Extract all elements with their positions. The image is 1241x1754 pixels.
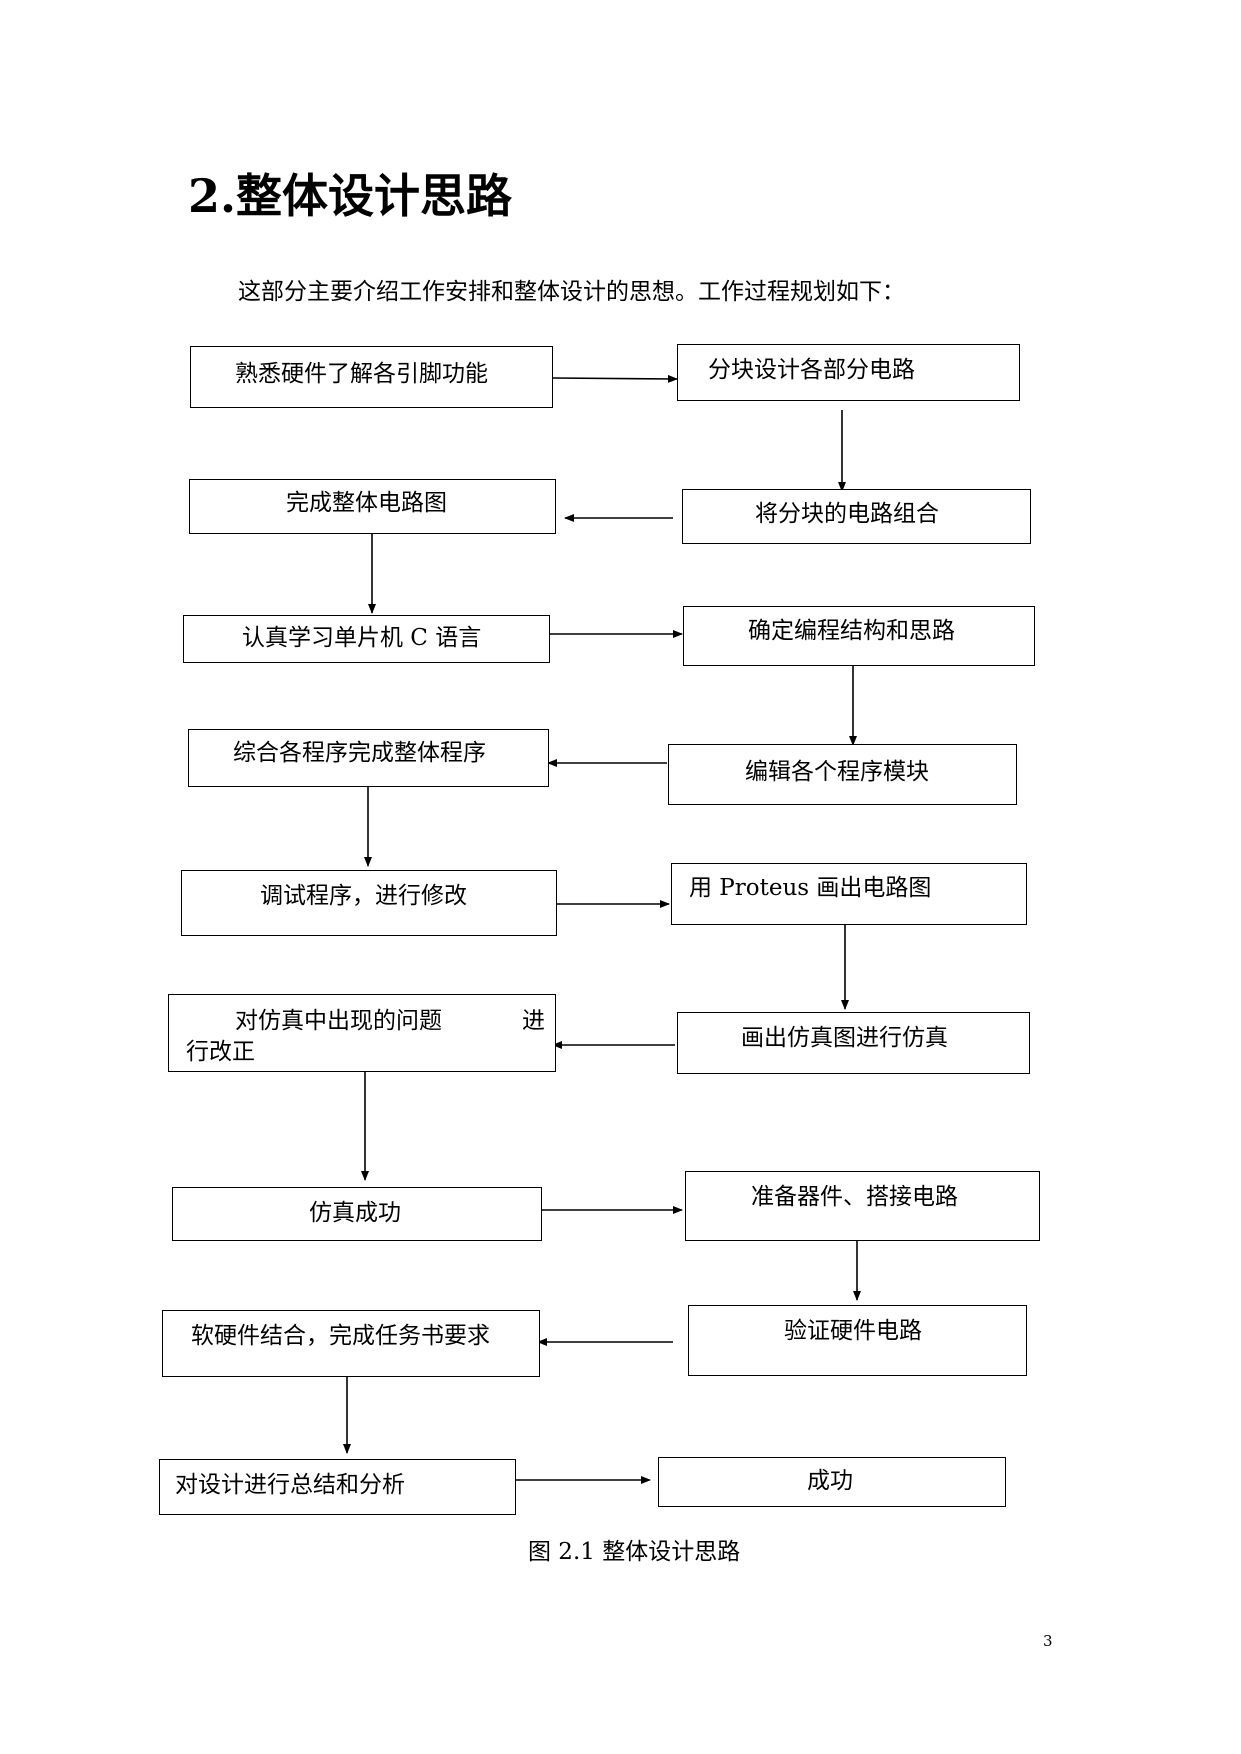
figure-caption: 图 2.1 整体设计思路 [528,1539,741,1565]
step-label: 确定编程结构和思路 [748,618,955,644]
step-box-complete-schematic: 完成整体电路图 [189,479,556,534]
step-label: 将分块的电路组合 [755,501,939,527]
step-label: 成功 [807,1468,853,1494]
section-heading: 2.整体设计思路 [188,169,513,223]
step-label: 熟悉硬件了解各引脚功能 [235,361,488,387]
step-box-proteus-schematic: 用 Proteus 画出电路图 [671,863,1027,925]
step-box-verify-hardware: 验证硬件电路 [688,1305,1027,1376]
arrow-b1-b2 [552,374,678,383]
page-number: 3 [1043,1632,1053,1650]
step-box-program-structure: 确定编程结构和思路 [683,606,1035,666]
step-box-design-circuits: 分块设计各部分电路 [677,344,1020,401]
step-box-edit-modules: 编辑各个程序模块 [668,744,1017,805]
step-label: 编辑各个程序模块 [745,759,929,785]
step-box-success: 成功 [658,1457,1006,1507]
step-label: 验证硬件电路 [784,1318,922,1344]
step-label: 对设计进行总结和分析 [175,1472,405,1498]
step-label: 完成整体电路图 [286,490,447,516]
step-label: 准备器件、搭接电路 [751,1184,958,1210]
step-box-run-simulation: 画出仿真图进行仿真 [677,1012,1030,1074]
step-label-line2: 行改正 [186,1039,255,1065]
intro-paragraph: 这部分主要介绍工作安排和整体设计的思想。工作过程规划如下： [238,279,905,305]
step-box-learn-c: 认真学习单片机 C 语言 [183,615,550,663]
step-box-debug-program: 调试程序，进行修改 [181,870,557,936]
step-label: 综合各程序完成整体程序 [233,740,486,766]
step-box-combine-circuits: 将分块的电路组合 [682,489,1031,544]
step-box-integrate-software-hardware: 软硬件结合，完成任务书要求 [162,1310,540,1377]
step-box-simulation-success: 仿真成功 [172,1187,542,1241]
step-box-prepare-components: 准备器件、搭接电路 [685,1171,1040,1241]
step-label-line1-end: 进 [522,1008,545,1034]
step-box-fix-simulation-issues: 对仿真中出现的问题 进 行改正 [168,994,556,1072]
step-label: 仿真成功 [309,1200,401,1226]
step-box-familiarize-hardware: 熟悉硬件了解各引脚功能 [190,346,553,408]
step-label-line1: 对仿真中出现的问题 [235,1008,442,1034]
step-label: 软硬件结合，完成任务书要求 [191,1323,490,1349]
step-box-summary-analysis: 对设计进行总结和分析 [159,1459,516,1515]
step-label: 调试程序，进行修改 [260,883,467,909]
step-label: 认真学习单片机 C 语言 [242,625,482,651]
step-label: 画出仿真图进行仿真 [741,1025,948,1051]
step-label: 用 Proteus 画出电路图 [689,875,932,901]
step-box-integrate-program: 综合各程序完成整体程序 [188,729,549,787]
step-label: 分块设计各部分电路 [708,357,915,383]
